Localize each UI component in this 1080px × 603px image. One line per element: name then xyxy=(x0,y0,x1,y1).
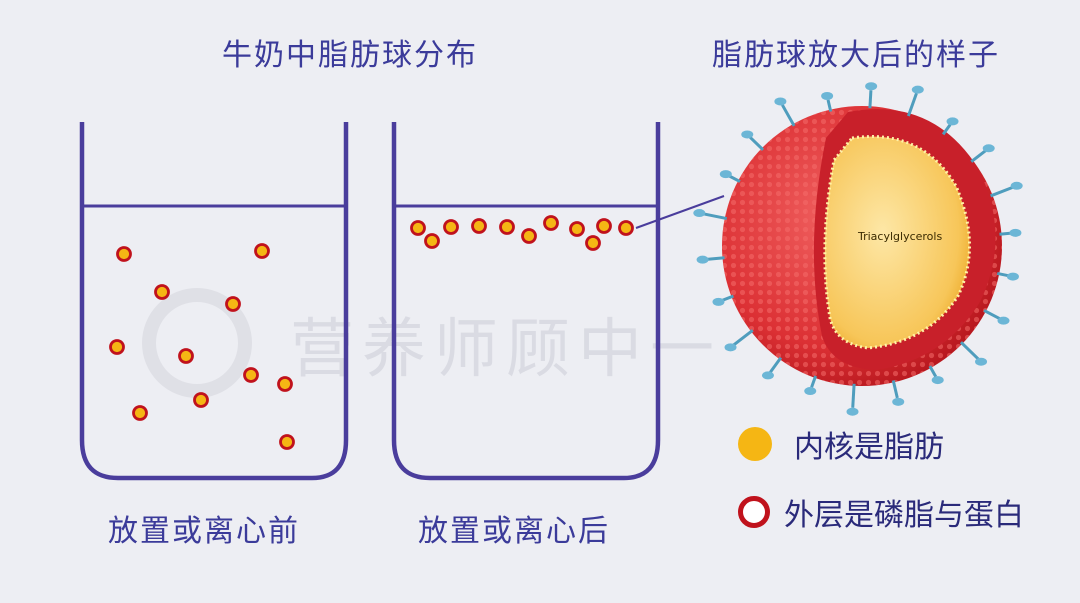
protein-stalk xyxy=(941,123,952,136)
legend-item-core: 内核是脂肪 xyxy=(738,422,944,466)
protein-stalk xyxy=(928,365,938,378)
fat-globule xyxy=(132,405,148,421)
membrane-proteins xyxy=(693,82,1023,416)
fat-globule xyxy=(569,221,585,237)
glycoprotein-head xyxy=(1010,181,1023,190)
fat-globule xyxy=(178,348,194,364)
fat-globule xyxy=(243,367,259,383)
protein-stalk xyxy=(749,136,765,151)
legend-item-shell: 外层是磷脂与蛋白 xyxy=(738,490,1024,534)
protein-stalk xyxy=(702,212,728,221)
protein-stalk xyxy=(891,380,899,399)
glycoprotein-head xyxy=(975,357,988,366)
fat-globule xyxy=(543,215,559,231)
protein-stalk xyxy=(721,294,734,302)
shell-swatch xyxy=(738,496,770,528)
magnified-title: 脂肪球放大后的样子 xyxy=(712,38,1000,73)
protein-stalk xyxy=(732,329,754,347)
caption-before: 放置或离心前 xyxy=(108,514,300,549)
protein-stalk xyxy=(990,185,1014,198)
glycoprotein-head xyxy=(696,255,709,264)
fat-globule xyxy=(225,296,241,312)
glycoprotein-head xyxy=(774,97,787,106)
glycoprotein-head xyxy=(719,170,732,179)
protein-stalk xyxy=(826,99,833,112)
magnified-fat-globule xyxy=(693,82,1023,416)
glycoprotein-head xyxy=(693,209,706,218)
fat-globule xyxy=(109,339,125,355)
cup-before xyxy=(79,122,349,481)
fat-globule xyxy=(618,220,634,236)
fat-globule xyxy=(254,243,270,259)
protein-stalk xyxy=(999,231,1012,236)
protein-stalk xyxy=(781,104,796,127)
glycoprotein-head xyxy=(846,407,859,416)
distribution-title: 牛奶中脂肪球分布 xyxy=(222,38,478,73)
fat-globule xyxy=(521,228,537,244)
cup-after xyxy=(391,122,661,481)
protein-stalk xyxy=(996,271,1010,278)
glycoprotein-head xyxy=(804,387,817,396)
protein-stalk xyxy=(959,341,980,360)
glycoprotein-head xyxy=(1009,228,1022,237)
watermark-text: 营养师顾中一 xyxy=(290,313,722,387)
fat-globule xyxy=(585,235,601,251)
protein-stalk xyxy=(906,92,918,117)
fat-globule xyxy=(424,233,440,249)
glycoprotein-head xyxy=(865,82,878,91)
legend-core-label: 内核是脂肪 xyxy=(794,430,944,465)
glycoprotein-head xyxy=(761,371,774,380)
fat-globule xyxy=(279,434,295,450)
fat-globule xyxy=(443,219,459,235)
zoom-connector-line xyxy=(635,195,725,229)
glycoprotein-head xyxy=(892,397,905,406)
glycoprotein-head xyxy=(1006,272,1019,281)
caption-after: 放置或离心后 xyxy=(418,514,610,549)
protein-stalk xyxy=(851,383,856,408)
glycoprotein-head xyxy=(982,144,995,153)
glycoprotein-head xyxy=(712,297,725,306)
fat-globule xyxy=(193,392,209,408)
fat-globule xyxy=(277,376,293,392)
glycoprotein-head xyxy=(724,343,737,352)
protein-stalk xyxy=(810,375,818,388)
fat-globule xyxy=(596,218,612,234)
glycoprotein-head xyxy=(946,117,959,126)
glycoprotein-head xyxy=(997,316,1010,325)
fat-globules-after xyxy=(410,215,634,251)
fat-globules-before xyxy=(109,243,295,450)
protein-stalk xyxy=(868,90,873,109)
glycoprotein-head xyxy=(911,85,924,94)
protein-stalk xyxy=(728,174,741,183)
glycoprotein-head xyxy=(931,376,944,385)
fat-globule xyxy=(499,219,515,235)
fat-globule xyxy=(471,218,487,234)
triacylglycerol-core xyxy=(823,135,971,350)
protein-stalk xyxy=(769,356,783,374)
legend-shell-label: 外层是磷脂与蛋白 xyxy=(784,498,1024,533)
glycoprotein-head xyxy=(741,130,754,139)
protein-stalk xyxy=(983,309,1001,321)
fat-globule xyxy=(410,220,426,236)
protein-stalk xyxy=(706,256,725,261)
triacylglycerols-label: Triacylglycerols xyxy=(858,230,943,243)
glycoprotein-head xyxy=(821,91,834,100)
fat-globule xyxy=(154,284,170,300)
protein-stalk xyxy=(970,149,987,163)
fat-core-swatch xyxy=(738,427,772,461)
fat-globule xyxy=(116,246,132,262)
